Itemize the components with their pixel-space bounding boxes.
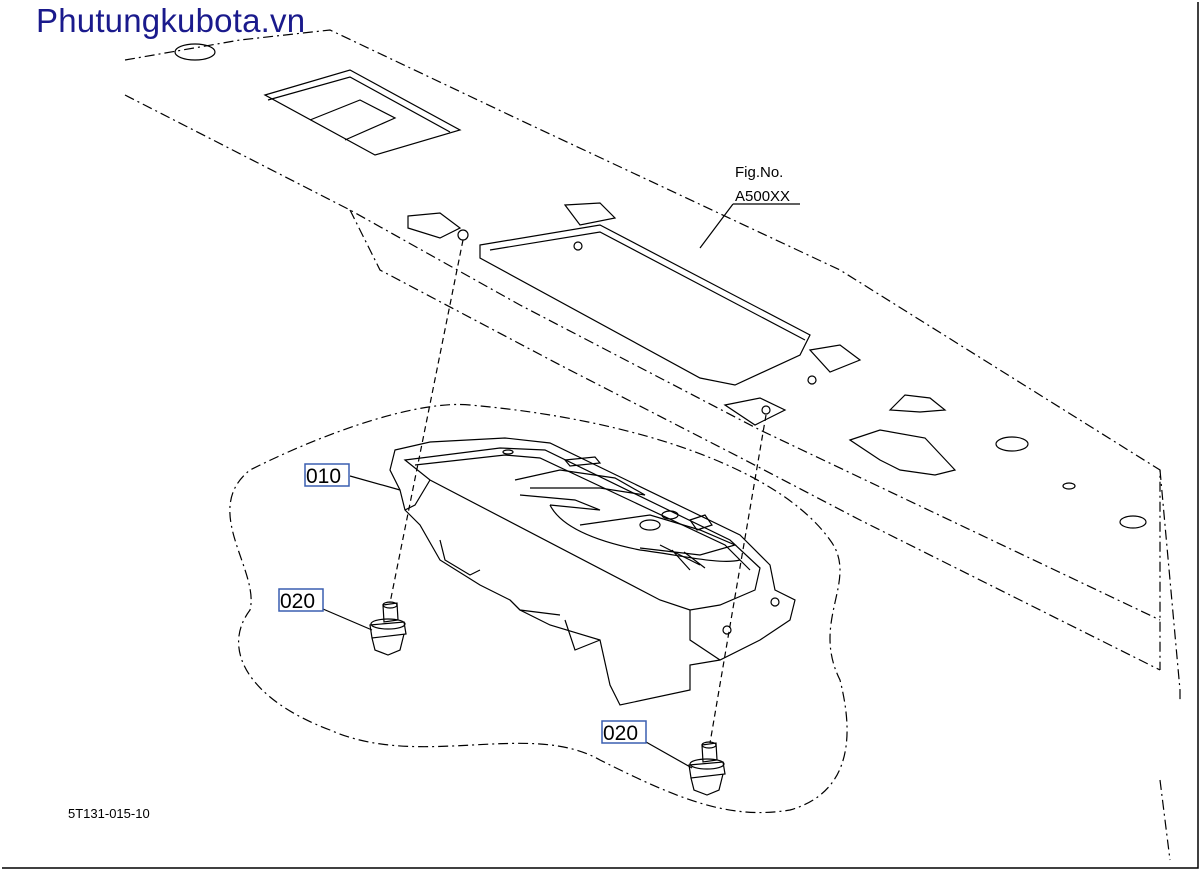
callout-020-left: 020 [280, 590, 315, 613]
leader-010 [349, 475, 401, 491]
watermark-logo: Phutungkubota.vn [36, 2, 306, 39]
callout-box-020-left [278, 588, 324, 612]
drawing-code: 5T131-015-10 [68, 806, 150, 821]
callout-010: 010 [306, 465, 341, 488]
callout-box-020-right [601, 720, 647, 744]
meter-recess [407, 202, 862, 426]
reference-leader [699, 203, 800, 249]
callout-box-010 [304, 463, 350, 487]
reference-label-code: A500XX [735, 188, 790, 205]
leader-020-right [645, 741, 693, 769]
assembly-boundary [229, 403, 848, 814]
screw-right [688, 741, 726, 796]
callout-020-right: 020 [603, 722, 638, 745]
meter-housing [389, 437, 796, 706]
console-panel-outline [124, 29, 1181, 861]
panel-top-opening [174, 43, 462, 156]
assembly-axes [389, 239, 767, 744]
leader-020-left [322, 608, 373, 631]
reference-label-fig: Fig.No. [735, 164, 783, 181]
panel-holes [848, 394, 1147, 529]
screw-left [369, 601, 407, 656]
